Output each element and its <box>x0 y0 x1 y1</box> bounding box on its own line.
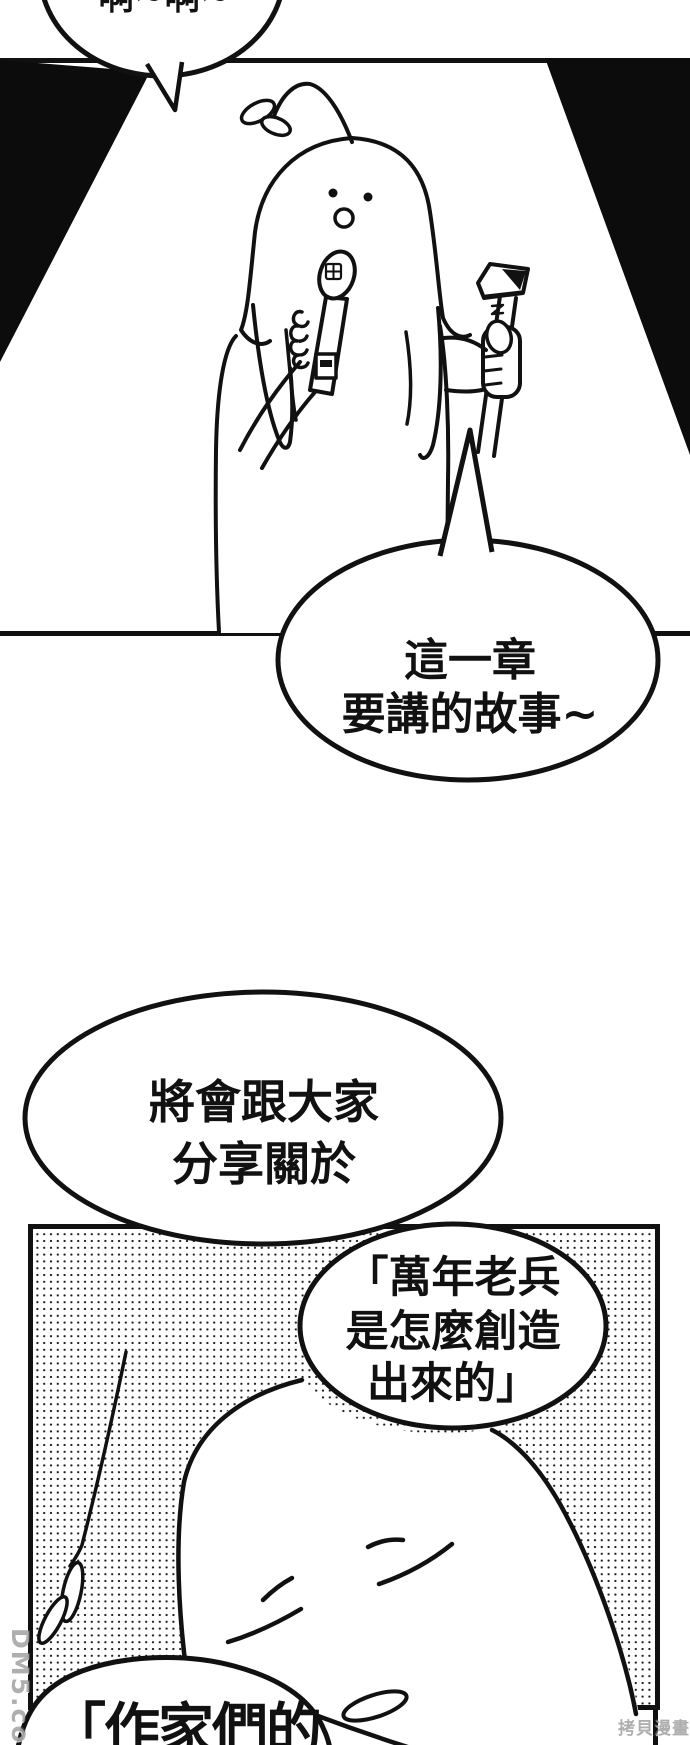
speech-bubble-topic <box>297 1221 609 1431</box>
microphone <box>308 249 357 396</box>
speech-text-bottom-line1: 「作家們的 <box>50 1698 322 1745</box>
pole-hand <box>481 319 522 399</box>
standing-character <box>213 81 530 634</box>
watermark-dm5: DM5.com <box>6 1628 35 1745</box>
speech-bubble-intro <box>275 427 661 783</box>
speech-text-share-line2: 分享關於 <box>172 1137 356 1191</box>
sleeping-character <box>37 1350 648 1745</box>
speech-text-topic-line2: 是怎麼創造 <box>345 1307 561 1357</box>
speech-text-share-line1: 將會跟大家 <box>149 1075 379 1129</box>
speech-bubble-share <box>22 989 504 1247</box>
speech-bubble-bottom <box>16 1654 332 1745</box>
speech-text-topic-line1: 「萬年老兵 <box>345 1253 561 1303</box>
speech-text-intro-line2: 要講的故事~ <box>341 689 599 740</box>
speech-bubble-cry <box>41 0 283 113</box>
watermark-copymanga: 拷貝漫畫 <box>618 1719 690 1739</box>
speech-text-topic-line3: 出來的」 <box>367 1359 539 1409</box>
speech-text-cry: 啊~啊~ <box>92 0 237 17</box>
speech-text-intro-line1: 這一章 <box>404 635 536 686</box>
